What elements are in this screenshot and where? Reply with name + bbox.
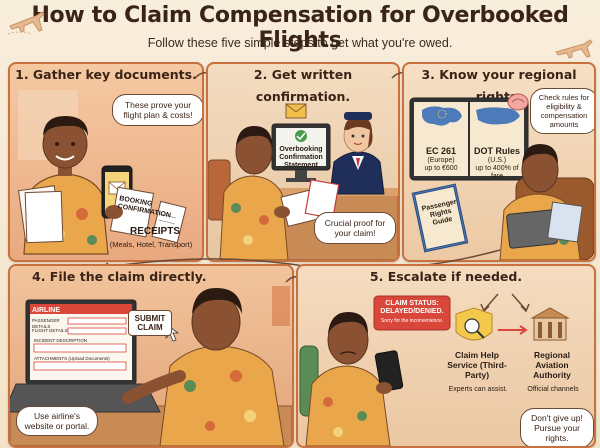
- step-1-illustration: [17, 90, 187, 255]
- submit-claim-button[interactable]: SUBMIT CLAIM: [128, 310, 172, 336]
- us-rule-amount: up to 400% of fare: [475, 165, 519, 180]
- step-2-title: 2. Get written confirmation.: [253, 67, 353, 104]
- form-field-passenger: PASSENGER DETAILS: [32, 318, 60, 329]
- step-1-speech-bubble: These prove your flight plan & costs!: [112, 94, 202, 126]
- step-2-illustration: [208, 103, 398, 260]
- step-3-speech-bubble: Check rules for eligibility & compensati…: [530, 88, 594, 134]
- plane-icon: [555, 39, 593, 59]
- aviation-authority-note: Official channels: [527, 386, 579, 393]
- step-3-illustration: [409, 93, 594, 260]
- us-rule-title: DOT Rules: [473, 146, 520, 156]
- eu-rule-title: EC 261: [425, 146, 457, 156]
- page-title: How to Claim Compensation for Overbooked…: [31, 3, 569, 53]
- claim-help-note: Experts can assist.: [448, 386, 508, 393]
- step-4-speech-bubble: Use airline's website or portal.: [16, 406, 98, 436]
- step-4-panel: 4. File the claim directly.: [8, 264, 294, 448]
- claim-help-title: Claim Help Service (Third-Party): [447, 350, 507, 380]
- step-2-panel: 2. Get written confirmation.: [206, 62, 400, 262]
- step-5-panel: 5. Escalate if needed.: [296, 264, 596, 448]
- step-5-title: 5. Escalate if needed.: [369, 269, 523, 284]
- us-rule-region: (U.S.): [487, 157, 507, 164]
- page-subtitle: Follow these five simple steps to get wh…: [147, 36, 453, 50]
- confirmation-screen-text: Overbooking Confirmation Statement: [279, 146, 323, 169]
- step-1-panel: 1. Gather key documents.: [8, 62, 204, 262]
- step-4-title: 4. File the claim directly.: [32, 269, 207, 284]
- aviation-authority-title: Regional Aviation Authority: [533, 350, 571, 380]
- receipts-detail: (Meals, Hotel, Transport): [109, 240, 193, 249]
- step-2-speech-bubble: Crucial proof for your claim!: [314, 212, 396, 244]
- form-field-incident: INCIDENT DESCRIPTION: [34, 338, 88, 343]
- step-4-illustration: [10, 286, 292, 446]
- receipts-title: RECEIPTS: [129, 226, 180, 237]
- step-1-title: 1. Gather key documents.: [15, 67, 197, 82]
- form-field-flight: FLIGHT DETAILS: [32, 328, 68, 333]
- eu-rule-amount: up to €600: [424, 165, 458, 172]
- form-field-attachments: ATTACHMENTS (Upload Documents): [34, 356, 110, 361]
- airline-screen-brand: AIRLINE: [32, 307, 60, 314]
- eu-rule-region: (Europe): [427, 157, 455, 164]
- claim-status-note: Sorry for the inconvenience.: [380, 318, 444, 324]
- plane-icon: [7, 11, 45, 35]
- step-5-illustration: [299, 293, 570, 446]
- step-3-panel: 3. Know your regional rights.: [402, 62, 596, 262]
- step-5-speech-bubble: Don't give up! Pursue your rights.: [520, 408, 594, 446]
- claim-status-text: CLAIM STATUS: DELAYED/DENIED.: [380, 300, 444, 315]
